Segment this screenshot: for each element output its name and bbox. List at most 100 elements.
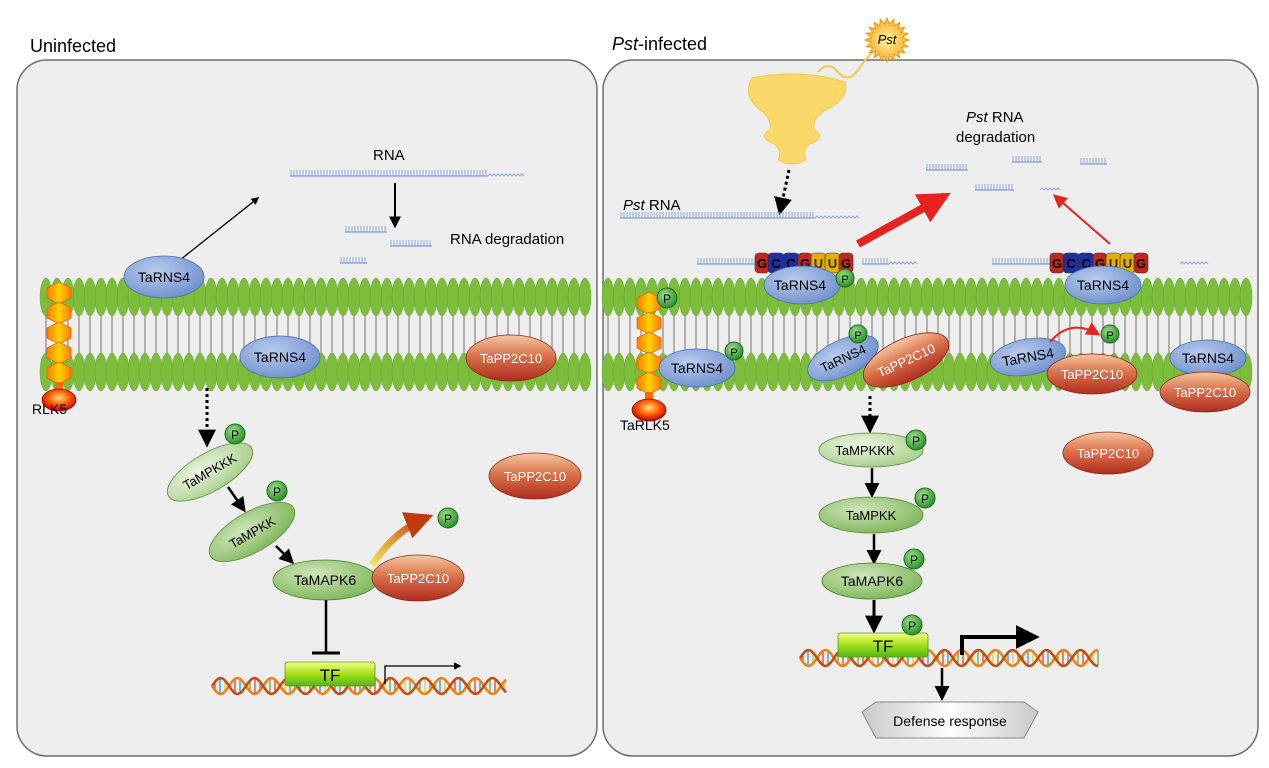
phospho-mapk6-right: P <box>903 548 925 570</box>
svg-text:C: C <box>1066 256 1076 271</box>
dotted-arrow-haustorium <box>774 169 792 216</box>
tf-left <box>284 661 376 687</box>
tapp2c10-membrane-left-label: TaPP2C10 <box>480 351 542 366</box>
tarns4-bound-2 <box>1064 265 1142 305</box>
tarns4-bound-2-label: TaRNS4 <box>1077 277 1129 293</box>
svg-text:P: P <box>273 485 281 499</box>
svg-text:G: G <box>757 256 767 271</box>
tapp2c10-r3-label: TaPP2C10 <box>1174 385 1236 400</box>
pst-rna-degradation-line2: degradation <box>956 129 1035 146</box>
phosphorylation-curve-arrow <box>1049 322 1101 343</box>
phospho-r2: P <box>848 324 868 344</box>
cascade-arrow-left-1 <box>226 486 246 513</box>
tarns4-top-left-label: TaRNS4 <box>138 269 190 285</box>
tapp2c10-free-right-label: TaPP2C10 <box>1077 446 1139 461</box>
svg-text:U: U <box>814 256 823 271</box>
svg-text:P: P <box>841 274 848 286</box>
tapp2c10-membrane-left <box>465 334 557 382</box>
svg-text:P: P <box>663 292 671 306</box>
tarns4-membrane-r1 <box>658 348 736 388</box>
tamapk6-right-label: TaMAPK6 <box>841 573 903 589</box>
rna-degradation-label: RNA degradation <box>450 231 564 248</box>
right-title-italic: Pst <box>612 34 639 54</box>
transcription-arrow-right <box>960 625 1040 655</box>
right-title-rest: -infected <box>638 34 707 54</box>
phospho-left-2: P <box>266 480 288 502</box>
defense-response-box <box>861 701 1039 739</box>
svg-text:P: P <box>908 619 916 633</box>
tarlk5-label: TaRLK5 <box>620 417 670 433</box>
tamapk6-right <box>821 562 923 600</box>
tampkk-left <box>208 502 296 562</box>
svg-text:P: P <box>231 428 239 442</box>
tf-left-label: TF <box>320 666 341 685</box>
tarns4-membrane-r3 <box>990 337 1066 377</box>
svg-text:G: G <box>1095 256 1105 271</box>
degradation-arrow-weak <box>1052 194 1111 245</box>
svg-text:U: U <box>1109 256 1118 271</box>
dephosphorylation-arrow <box>369 512 434 567</box>
pst-pathogen-label: Pst <box>878 32 898 47</box>
tamapk6-left-label: TaMAPK6 <box>294 572 356 588</box>
svg-text:C: C <box>1081 256 1091 271</box>
svg-text:P: P <box>910 553 918 567</box>
tarns4-membrane-left-label: TaRNS4 <box>254 349 306 365</box>
tf-right <box>837 632 929 658</box>
phospho-r3: P <box>1100 324 1120 344</box>
uninfected-cell <box>16 59 598 757</box>
tampkkk-right-label: TaMPKKK <box>835 443 895 458</box>
tapp2c10-r3 <box>1159 371 1251 413</box>
tampkk-right-label: TaMPKK <box>846 508 897 523</box>
svg-text:U: U <box>828 256 837 271</box>
tapp2c10-mapk-left-label: TaPP2C10 <box>387 571 449 586</box>
tarlk5-receptor <box>631 291 667 422</box>
pst-rna-label: Pst RNA <box>623 197 681 214</box>
svg-text:G: G <box>800 256 810 271</box>
transcription-arrow-left <box>384 662 462 684</box>
pst-pathogen-spore <box>863 16 911 64</box>
pst-rna-degradation-line1: Pst RNA <box>966 109 1024 126</box>
svg-text:P: P <box>444 512 452 526</box>
svg-text:G: G <box>1052 256 1062 271</box>
svg-text:G: G <box>841 256 851 271</box>
tampkkk-right <box>818 432 924 468</box>
phospho-left-3: P <box>437 507 459 529</box>
phospho-left-1: P <box>224 423 246 445</box>
tf-right-label: TF <box>873 637 894 656</box>
tarns4-membrane-left <box>239 335 321 379</box>
tapp2c10-mapk-left <box>371 554 465 602</box>
tarns4-action-arrow <box>179 197 260 261</box>
haustorium <box>747 73 847 165</box>
svg-text:C: C <box>786 256 796 271</box>
tarns4-membrane-r4-label: TaRNS4 <box>1182 350 1234 366</box>
tampkkk-left <box>166 442 254 502</box>
svg-text:U: U <box>1123 256 1132 271</box>
tampkk-right <box>818 496 924 534</box>
tarns4-top-left <box>123 255 205 299</box>
phospho-bound-1: P <box>835 268 855 288</box>
svg-text:G: G <box>1136 256 1146 271</box>
tapp2c10-r2-label: TaPP2C10 <box>1061 367 1123 382</box>
rna-strands-right <box>620 156 1209 265</box>
cascade-arrow-left-2 <box>275 545 295 565</box>
tarns4-membrane-r1-label: TaRNS4 <box>671 360 723 376</box>
svg-text:P: P <box>730 347 737 359</box>
tarns4-membrane-r2 <box>807 334 879 382</box>
tapp2c10-free-left-label: TaPP2C10 <box>504 469 566 484</box>
svg-text:C: C <box>771 256 781 271</box>
tapp2c10-r1 <box>862 332 950 388</box>
right-panel-title: Pst-infected <box>612 34 707 54</box>
tapp2c10-free-left <box>488 452 582 500</box>
defense-response-label: Defense response <box>893 713 1007 729</box>
rlk5-label: RLK5 <box>32 401 67 417</box>
tapp2c10-r2 <box>1046 353 1138 395</box>
svg-text:P: P <box>854 330 861 342</box>
left-panel-title: Uninfected <box>30 36 116 56</box>
tarns4-bound-1-label: TaRNS4 <box>774 277 826 293</box>
degradation-arrow-strong <box>856 192 951 248</box>
phospho-receptor: P <box>656 287 678 309</box>
rna-strands-left <box>290 170 525 264</box>
phospho-r1: P <box>724 341 744 361</box>
